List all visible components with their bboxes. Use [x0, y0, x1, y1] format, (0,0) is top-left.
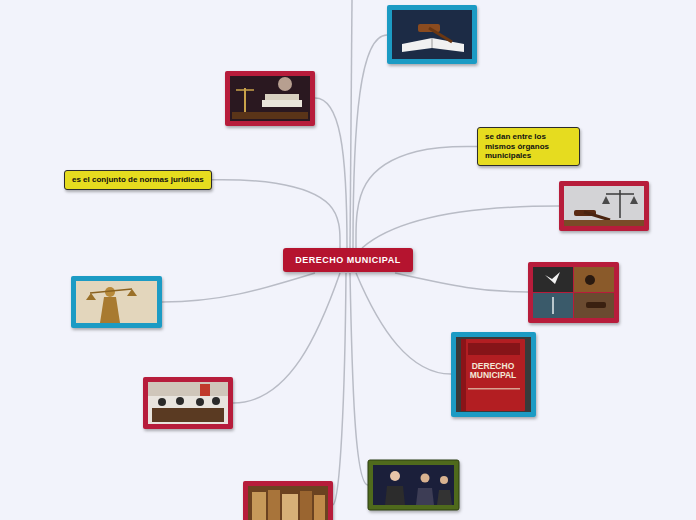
branch-line	[362, 206, 559, 248]
topic-box: se dan entre los mismos órganos municipa…	[477, 127, 580, 166]
branch-line	[350, 0, 352, 248]
branch-line	[333, 273, 346, 505]
branch-lines	[162, 0, 559, 505]
node-text: se dan entre los mismos órganos municipa…	[485, 132, 572, 161]
branch-connector	[356, 146, 477, 248]
image-card	[243, 481, 333, 520]
image-card	[387, 5, 477, 64]
branch-line	[350, 273, 368, 485]
branch-line	[395, 273, 528, 292]
image-card	[225, 71, 315, 126]
image-card	[71, 276, 162, 328]
branch-line	[233, 273, 340, 403]
image-card	[143, 377, 233, 429]
image-card	[451, 332, 536, 417]
node-text: DERECHO MUNICIPAL	[291, 255, 405, 265]
image-card	[559, 181, 649, 231]
node-text: es el conjunto de normas jurídicas	[72, 175, 204, 185]
image-card	[368, 460, 459, 510]
branch-line	[353, 35, 387, 248]
branch-line	[356, 273, 451, 374]
topic-box: es el conjunto de normas jurídicas	[64, 170, 212, 190]
branch-connector	[212, 180, 340, 248]
central-topic: DERECHO MUNICIPAL	[283, 248, 413, 272]
branch-line	[315, 98, 347, 248]
branch-line	[162, 273, 315, 302]
image-card	[528, 262, 619, 323]
book-title: DERECHO MUNICIPAL	[465, 362, 521, 380]
